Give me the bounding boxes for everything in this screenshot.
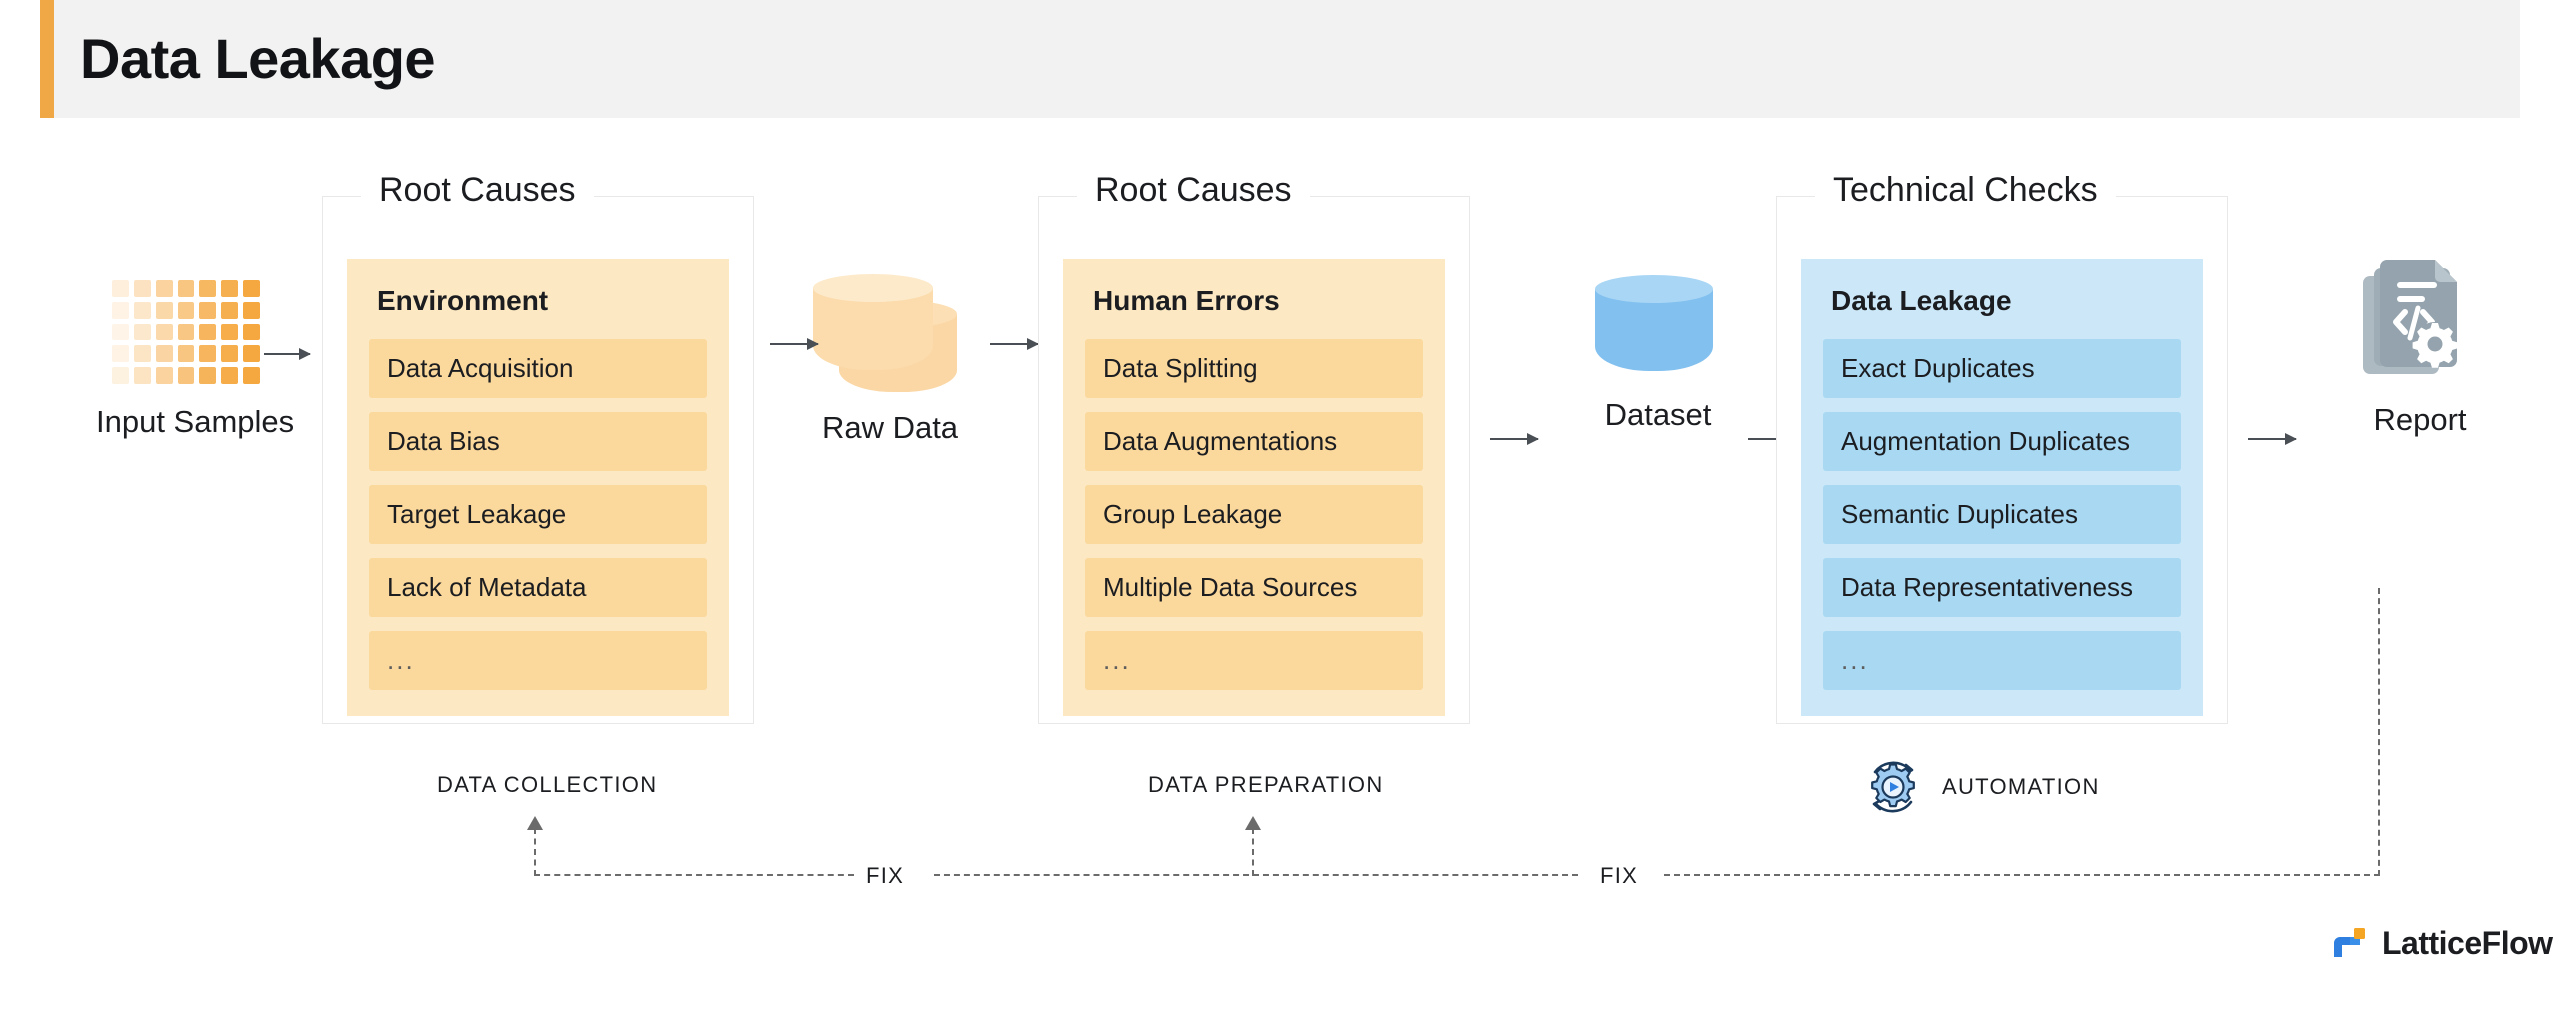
list-item[interactable]: Multiple Data Sources: [1085, 558, 1423, 617]
group-title: Environment: [377, 285, 549, 316]
list-item[interactable]: Exact Duplicates: [1823, 339, 2181, 398]
fix-line-left: [534, 874, 854, 876]
group-title: Human Errors: [1093, 285, 1280, 316]
report-feedback-vertical: [2378, 588, 2380, 876]
database-cylinder-icon: [805, 260, 975, 392]
list-item[interactable]: Semantic Duplicates: [1823, 485, 2181, 544]
panel-group: Human Errors Data Splitting Data Augment…: [1063, 259, 1445, 716]
list-item-more[interactable]: ...: [1823, 631, 2181, 690]
lattice-flow-mark-icon: [2334, 927, 2365, 957]
automation-badge: AUTOMATION: [1862, 756, 2100, 818]
arrow-checks-to-report: [2248, 433, 2297, 445]
list-item-more[interactable]: ...: [369, 631, 707, 690]
header-accent-bar: [40, 0, 54, 118]
fix-arrowhead-middle: [1245, 816, 1261, 830]
panel-data-collection: Root Causes Environment Data Acquisition…: [322, 171, 754, 724]
fix-line-middle: [934, 874, 1578, 876]
sample-grid-icon: [112, 280, 260, 384]
panel-technical-checks: Technical Checks Data Leakage Exact Dupl…: [1776, 171, 2228, 724]
fix-arrowhead-left: [527, 816, 543, 830]
list-item[interactable]: Data Bias: [369, 412, 707, 471]
database-cylinder-icon: [1573, 265, 1743, 377]
panel-group: Data Leakage Exact Duplicates Augmentati…: [1801, 259, 2203, 716]
list-item[interactable]: Lack of Metadata: [369, 558, 707, 617]
arrow-rawdata-to-preparation: [990, 338, 1039, 350]
list-item[interactable]: Group Leakage: [1085, 485, 1423, 544]
node-caption: Dataset: [1604, 397, 1712, 432]
cylinder-front-top: [813, 274, 933, 302]
report-document-icon: [2363, 260, 2458, 374]
automation-label: AUTOMATION: [1942, 774, 2100, 799]
node-caption: Report: [2373, 402, 2467, 437]
fix-label-left: FIX: [866, 863, 905, 888]
list-item[interactable]: Target Leakage: [369, 485, 707, 544]
list-item[interactable]: Data Augmentations: [1085, 412, 1423, 471]
page-title: Data Leakage: [80, 27, 436, 90]
node-report: Report: [2320, 258, 2520, 438]
node-caption: Raw Data: [821, 410, 959, 445]
stage-label-data-preparation: DATA PREPARATION: [1148, 772, 1384, 797]
fix-line-right: [1664, 874, 2380, 876]
arrow-preparation-to-dataset: [1490, 433, 1539, 445]
fix-line-middle-vertical: [1252, 828, 1254, 876]
node-caption: Input Samples: [96, 404, 295, 439]
page-header: Data Leakage: [40, 0, 2520, 118]
lattice-flow-logo: LatticeFlow: [2332, 925, 2553, 962]
node-dataset: Dataset: [1568, 265, 1748, 433]
panel-title: Technical Checks: [1815, 171, 2116, 210]
arrow-input-to-collection: [264, 348, 311, 360]
panel-data-preparation: Root Causes Human Errors Data Splitting …: [1038, 171, 1470, 724]
group-title: Data Leakage: [1831, 285, 2012, 316]
list-item[interactable]: Data Acquisition: [369, 339, 707, 398]
panel-title: Root Causes: [361, 171, 594, 210]
list-item-more[interactable]: ...: [1085, 631, 1423, 690]
stage-label-data-collection: DATA COLLECTION: [437, 772, 658, 797]
cylinder-top: [1595, 275, 1713, 303]
lattice-flow-logo-text: LatticeFlow: [2382, 925, 2553, 961]
list-item[interactable]: Augmentation Duplicates: [1823, 412, 2181, 471]
fix-line-left-vertical: [534, 828, 536, 876]
node-input-samples: Input Samples: [96, 280, 295, 440]
fix-label-right: FIX: [1600, 863, 1639, 888]
automation-gear-icon: [1871, 761, 1915, 813]
list-item[interactable]: Data Representativeness: [1823, 558, 2181, 617]
panel-title: Root Causes: [1077, 171, 1310, 210]
list-item[interactable]: Data Splitting: [1085, 339, 1423, 398]
panel-group: Environment Data Acquisition Data Bias T…: [347, 259, 729, 716]
arrow-collection-to-rawdata: [770, 338, 819, 350]
node-raw-data: Raw Data: [800, 260, 980, 446]
